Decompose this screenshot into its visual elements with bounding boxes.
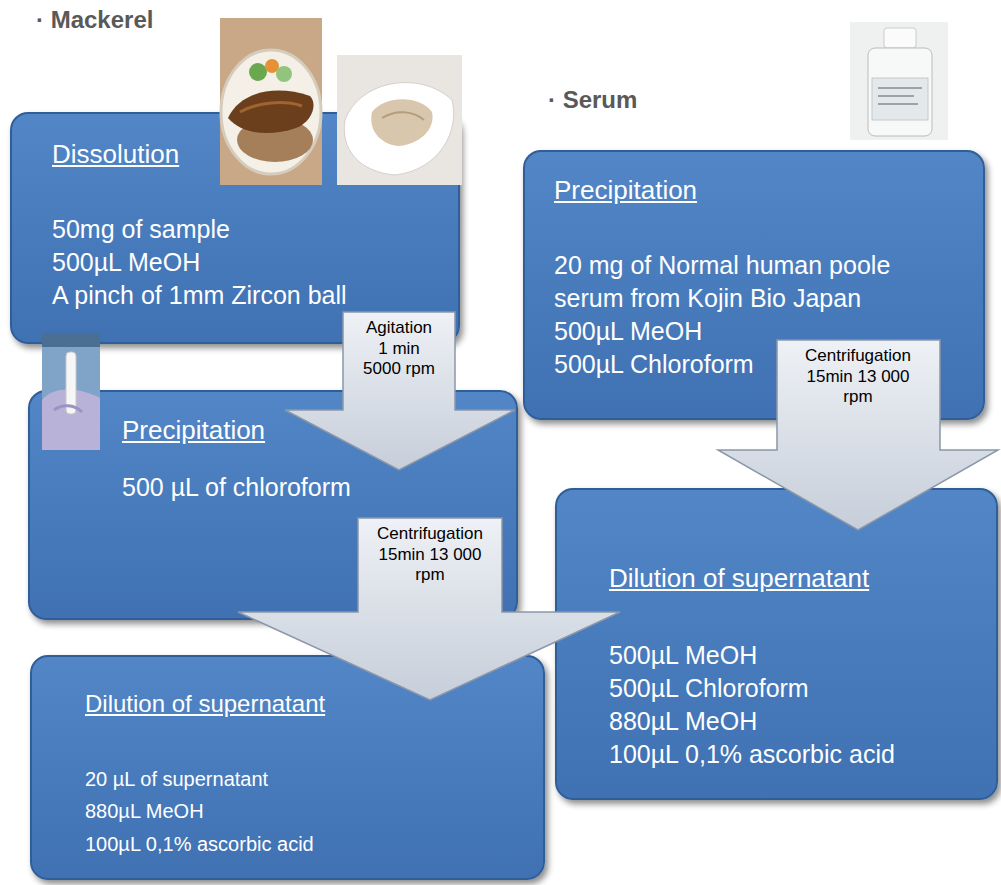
step-detail: 880µL MeOH: [609, 706, 757, 737]
step-condition: Centrifugation 15min 13 000 rpm: [368, 524, 492, 586]
step-detail: 500µL Chloroform: [554, 349, 754, 380]
step-heading: Dilution of supernatant: [85, 689, 325, 719]
mackerel-dish-photo: [220, 18, 322, 185]
step-heading: Precipitation: [122, 414, 265, 447]
section-title: · Mackerel: [36, 6, 153, 34]
block-arrow: [285, 312, 515, 470]
step-detail: 500 µL of chloroform: [122, 472, 351, 503]
step-condition: Centrifugation 15min 13 000 rpm: [796, 346, 920, 408]
step-detail: 20 µL of supernatant: [85, 767, 268, 792]
step-detail: 500µL MeOH: [52, 247, 200, 278]
process-box: Dilution of supernatant 20 µL of supernat…: [30, 655, 545, 880]
process-box: Dilution of supernatant 500µL MeOH500µL C…: [555, 488, 998, 800]
step-heading: Dissolution: [52, 138, 179, 171]
step-detail: 20 mg of Normal human poole: [554, 250, 890, 281]
step-heading: Precipitation: [554, 174, 697, 207]
step-detail: A pinch of 1mm Zircon ball: [52, 280, 347, 311]
step-detail: 100µL 0,1% ascorbic acid: [85, 832, 314, 857]
step-heading: Dilution of supernatant: [609, 562, 869, 595]
block-arrow: [238, 518, 620, 700]
section-title: · Serum: [548, 86, 637, 114]
serum-bottle-photo: [850, 22, 948, 140]
step-detail: 50mg of sample: [52, 214, 230, 245]
step-detail: 500µL MeOH: [609, 640, 757, 671]
mackerel-sample-photo: [337, 55, 462, 185]
step-detail: serum from Kojin Bio Japan: [554, 283, 861, 314]
tube-in-hand-photo: [42, 333, 100, 450]
block-arrow: [718, 340, 998, 530]
step-detail: 880µL MeOH: [85, 799, 204, 824]
step-condition: Agitation 1 min 5000 rpm: [361, 318, 437, 380]
step-detail: 500µL MeOH: [554, 316, 702, 347]
step-detail: 500µL Chloroform: [609, 673, 809, 704]
step-detail: 100µL 0,1% ascorbic acid: [609, 739, 895, 770]
